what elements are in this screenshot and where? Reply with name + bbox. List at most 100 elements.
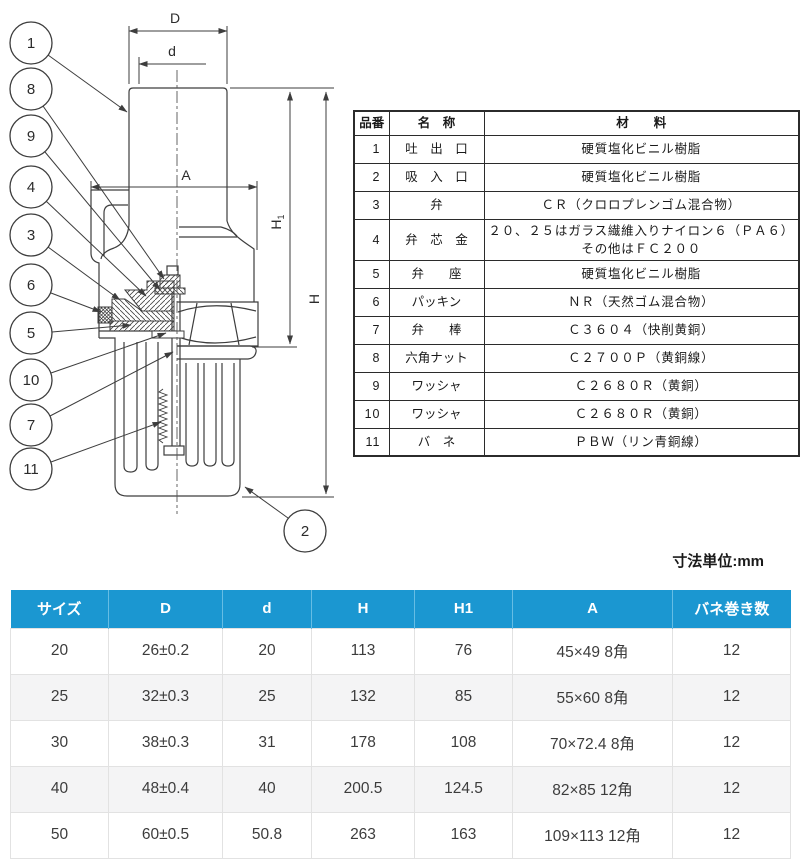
part-name: 弁 (388, 190, 485, 220)
dims-cell: 109×113 12角 (512, 811, 673, 859)
dims-cell: 25 (10, 673, 109, 721)
dims-cell: 12 (672, 627, 791, 675)
dims-cell: 50.8 (222, 811, 312, 859)
part-no: 7 (353, 315, 390, 345)
svg-text:3: 3 (27, 227, 35, 244)
part-material-line2: その他はＦＣ２００ (581, 241, 702, 256)
callout-11: 11 (9, 447, 53, 491)
part-name: バ ネ (388, 427, 485, 457)
part-material: Ｃ２７００Ｐ（黄銅線） (483, 343, 800, 373)
dimension-lines (90, 26, 334, 498)
callout-6: 6 (9, 263, 53, 307)
part-material: ＮＲ（天然ゴム混合物） (483, 287, 800, 317)
svg-text:11: 11 (23, 461, 39, 478)
dim-label-D: D (170, 10, 180, 26)
dims-cell: 38±0.3 (108, 719, 223, 767)
callout-balloons: 1 8 9 4 3 6 5 10 7 11 2 (9, 21, 327, 553)
part-material: 硬質塩化ビニル樹脂 (483, 134, 800, 164)
dims-cell: 70×72.4 8角 (512, 719, 673, 767)
svg-text:6: 6 (27, 277, 35, 294)
part-material: Ｃ２６８０Ｒ（黄銅） (483, 371, 800, 401)
part-name: 吐 出 口 (388, 134, 485, 164)
part-name: 弁 芯 金 (388, 218, 485, 261)
dims-cell: 12 (672, 673, 791, 721)
dims-cell: 108 (414, 719, 513, 767)
dims-cell: 12 (672, 811, 791, 859)
svg-text:8: 8 (27, 81, 35, 98)
part-material: Ｃ３６０４（快削黄銅） (483, 315, 800, 345)
dims-cell: 31 (222, 719, 312, 767)
dims-cell: 32±0.3 (108, 673, 223, 721)
dims-cell: 263 (311, 811, 415, 859)
part-material: 硬質塩化ビニル樹脂 (483, 162, 800, 192)
valve-body-outline (90, 87, 259, 497)
dims-header-D: D (108, 590, 223, 628)
svg-text:1: 1 (27, 35, 35, 52)
part-material: ＣＲ（クロロプレンゴム混合物） (483, 190, 800, 220)
valve-diagram: D d A H1 H 1 8 9 4 3 6 5 (9, 10, 334, 553)
part-name: 六角ナット (388, 343, 485, 373)
dims-cell: 124.5 (414, 765, 513, 813)
part-material: ２０、２５はガラス繊維入りナイロン６（ＰＡ６）その他はＦＣ２００ (483, 218, 800, 261)
callout-2: 2 (283, 509, 327, 553)
dims-cell: 82×85 12角 (512, 765, 673, 813)
spring-part (157, 388, 169, 444)
part-name: ワッシャ (388, 371, 485, 401)
unit-note: 寸法単位:mm (672, 553, 764, 570)
dims-cell: 26±0.2 (108, 627, 223, 675)
parts-header-material: 材 料 (483, 110, 800, 136)
leader-lines (42, 54, 289, 519)
dims-cell: 48±0.4 (108, 765, 223, 813)
dims-cell: 55×60 8角 (512, 673, 673, 721)
svg-text:4: 4 (27, 179, 35, 196)
dims-cell: 40 (222, 765, 312, 813)
dims-cell: 85 (414, 673, 513, 721)
section-parts (97, 274, 186, 444)
part-no: 2 (353, 162, 390, 192)
dim-label-A: A (181, 167, 191, 183)
dims-cell: 12 (672, 719, 791, 767)
part-no: 11 (353, 427, 390, 457)
packing-part (97, 306, 113, 324)
washer-lower-part (151, 330, 185, 339)
dims-cell: 113 (311, 627, 415, 675)
dim-label-d: d (168, 43, 176, 59)
part-no: 9 (353, 371, 390, 401)
dims-cell: 50 (10, 811, 109, 859)
part-no: 4 (353, 218, 390, 261)
part-name: 弁 座 (388, 259, 485, 289)
part-material: ＰＢＷ（リン青銅線） (483, 427, 800, 457)
part-no: 6 (353, 287, 390, 317)
svg-text:5: 5 (27, 325, 35, 342)
part-name: 吸 入 口 (388, 162, 485, 192)
callout-5: 5 (9, 311, 53, 355)
callout-8: 8 (9, 67, 53, 111)
part-material: 硬質塩化ビニル樹脂 (483, 259, 800, 289)
callout-9: 9 (9, 114, 53, 158)
parts-header-no: 品番 (353, 110, 390, 136)
dims-cell: 20 (222, 627, 312, 675)
dims-header-A: A (512, 590, 673, 628)
dims-cell: 25 (222, 673, 312, 721)
part-no: 3 (353, 190, 390, 220)
dims-cell: 12 (672, 765, 791, 813)
part-no: 8 (353, 343, 390, 373)
dims-cell: 178 (311, 719, 415, 767)
part-no: 10 (353, 399, 390, 429)
callout-10: 10 (9, 358, 53, 402)
